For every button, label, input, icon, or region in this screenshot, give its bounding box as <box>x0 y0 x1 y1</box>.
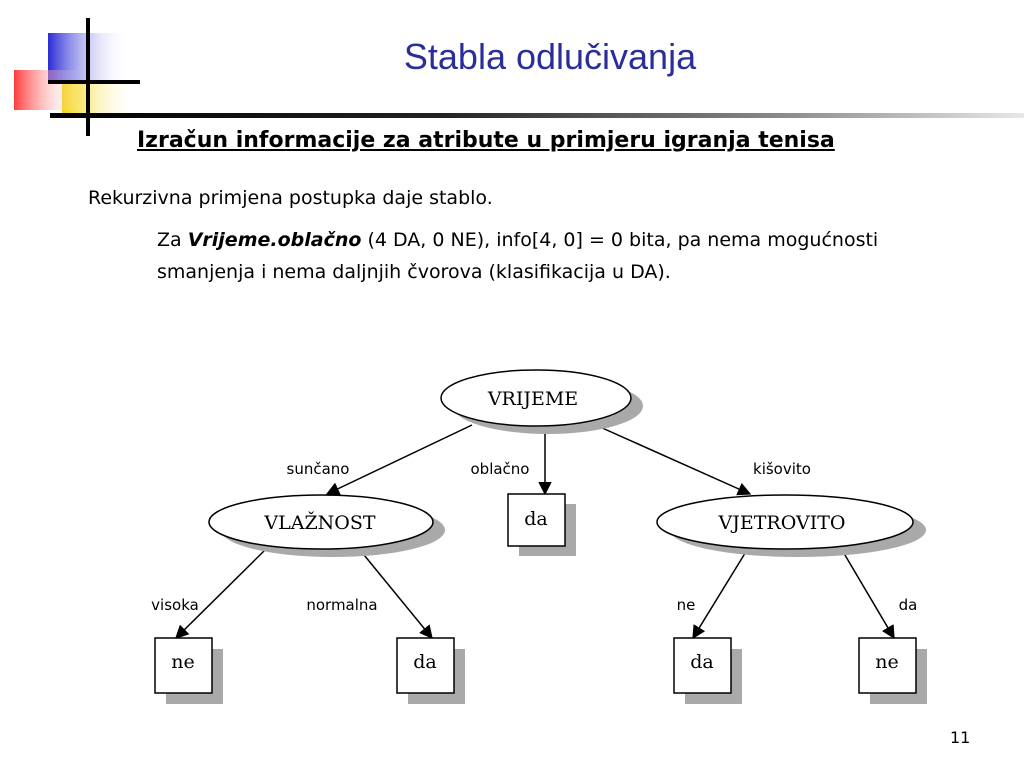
leaf-oblacno-label: da <box>524 508 548 530</box>
slide-title: Stabla odlučivanja <box>403 36 697 77</box>
para-rest: (4 DA, 0 NE), info[4, 0] = 0 bita, pa ne… <box>157 229 879 283</box>
leaf-vjetar-da-label: ne <box>875 651 898 673</box>
node-vlaznost: VLAŽNOST <box>208 494 445 557</box>
node-vjetrovito-label: VJETROVITO <box>718 512 846 534</box>
para-emphasis: Vrijeme.oblačno <box>187 229 362 251</box>
node-vrijeme: VRIJEME <box>440 369 643 434</box>
explanation-paragraph: Za Vrijeme.oblačno (4 DA, 0 NE), info[4,… <box>157 224 917 288</box>
edge-label-normalna: normalna <box>306 596 377 614</box>
leaf-vjetar-ne: da <box>673 637 742 704</box>
leaf-vjetar-ne-label: da <box>690 651 714 673</box>
node-vrijeme-label: VRIJEME <box>487 388 578 410</box>
node-vjetrovito: VJETROVITO <box>656 494 926 557</box>
leaf-vjetar-da: ne <box>858 637 927 704</box>
para-prefix: Za <box>157 229 188 251</box>
edge-line-kisovito <box>599 426 752 496</box>
edge-label-oblacno: oblačno <box>471 460 530 478</box>
slide-subtitle: Izračun informacije za atribute u primje… <box>137 128 835 153</box>
edge-label-ne: ne <box>677 596 696 614</box>
leaf-visoka: ne <box>154 637 223 704</box>
edge-label-kisovito: kišovito <box>753 460 811 478</box>
title-divider <box>50 113 1024 118</box>
edge-line-da <box>841 549 895 640</box>
edge-label-suncano: sunčano <box>287 460 350 478</box>
edge-line-suncano <box>325 424 473 495</box>
edge-line-ne <box>692 549 748 640</box>
leaf-normalna-label: da <box>413 651 437 673</box>
edge-line-normalna <box>359 549 433 640</box>
edge-label-da: da <box>899 596 918 614</box>
leaf-visoka-label: ne <box>171 651 194 673</box>
edge-label-visoka: visoka <box>151 596 199 614</box>
leaf-oblacno: da <box>507 493 576 556</box>
intro-line: Rekurzivna primjena postupka daje stablo… <box>88 187 493 209</box>
page-number: 11 <box>950 728 971 747</box>
edge-line-visoka <box>175 549 266 639</box>
leaf-normalna: da <box>396 637 465 704</box>
node-vlaznost-label: VLAŽNOST <box>263 511 375 534</box>
slide-logo <box>14 18 140 136</box>
